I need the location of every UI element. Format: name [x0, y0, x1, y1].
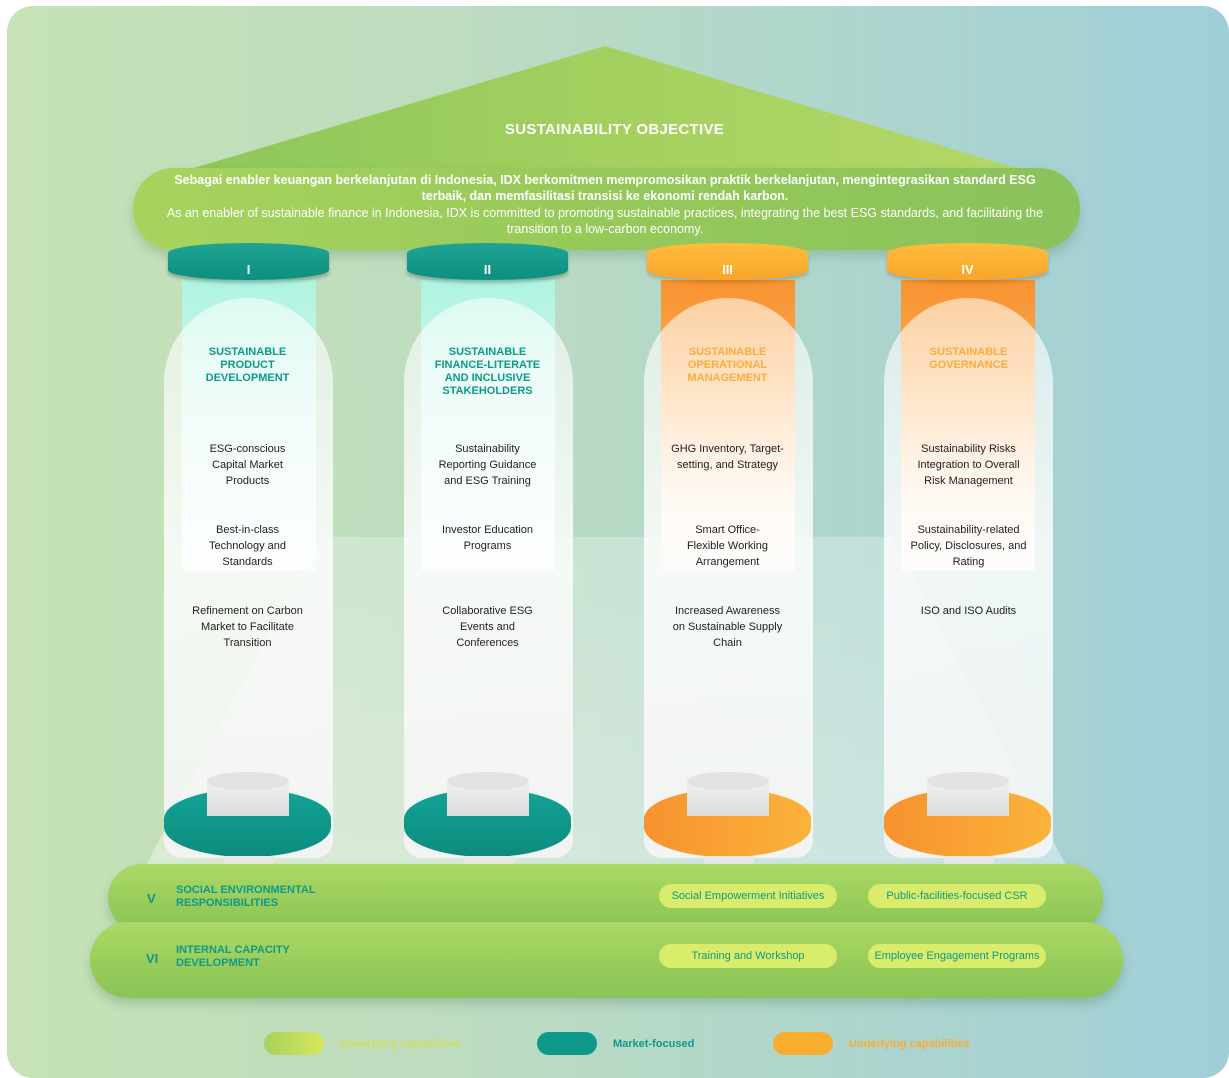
pillar-3-base-post-top — [687, 772, 769, 790]
pillar-2-capital — [407, 243, 568, 280]
pillar-4-title: SUSTAINABLE GOVERNANCE — [929, 346, 1008, 371]
legend-1-label: Underlying capabilities — [340, 1038, 461, 1050]
pillar-4-stub — [944, 856, 994, 866]
objective-beam — [133, 168, 1080, 250]
pillar-2-numeral: II — [483, 262, 492, 277]
pillar-2-item-2: Investor Education Programs — [441, 524, 534, 552]
pillar-3-glass — [644, 298, 813, 858]
pillar-4-capital — [887, 243, 1048, 280]
foundation-v-numeral: V — [147, 891, 156, 906]
pillar-2-stub — [464, 856, 514, 866]
pillar-1-stub — [224, 856, 274, 866]
pillar-1-item-1: ESG-conscious Capital Market Products — [209, 443, 286, 487]
pillar-2-item-1: Sustainability Reporting Guidance and ES… — [438, 443, 537, 487]
foundation-vi-chip-2: Employee Engagement Programs — [868, 944, 1046, 968]
pillar-4-item-3: ISO and ISO Audits — [920, 605, 1017, 617]
pillar-3-stub — [704, 856, 754, 866]
objective-text-id: Sebagai enabler keuangan berkelanjutan d… — [174, 173, 1036, 203]
pillar-1-item-2: Best-in-class Technology and Standards — [208, 524, 287, 568]
pillar-4-base-post-top — [927, 772, 1009, 790]
legend-2-label: Market-focused — [613, 1038, 695, 1050]
foundation-v-chip-1: Social Empowerment Initiatives — [659, 884, 837, 908]
pillar-1-glass — [164, 298, 333, 858]
pillar-1-title: SUSTAINABLE PRODUCT DEVELOPMENT — [205, 346, 290, 384]
foundation-vi-numeral: VI — [146, 951, 159, 966]
pillar-3-item-3: Increased Awareness on Sustainable Suppl… — [672, 605, 783, 649]
foundation-vi-chip-1: Training and Workshop — [659, 944, 837, 968]
pillar-3-numeral: III — [722, 262, 733, 277]
roof-title: SUSTAINABILITY OBJECTIVE — [504, 121, 725, 138]
pillar-3-capital — [647, 243, 808, 280]
objective-text-en: As an enabler of sustainable finance in … — [166, 206, 1044, 236]
foundation-v-chip-2: Public-facilities-focused CSR — [868, 884, 1046, 908]
pillar-1-numeral: I — [246, 262, 251, 277]
foundation-vi-title: INTERNAL CAPACITY DEVELOPMENT — [176, 944, 290, 969]
pillar-2-base-post-top — [447, 772, 529, 790]
pillar-2-title: SUSTAINABLE FINANCE-LITERATE AND INCLUSI… — [434, 346, 541, 397]
pillar-1-base-post-top — [207, 772, 289, 790]
pillar-3-item-2: Smart Office-Flexible Working Arrangemen… — [686, 524, 769, 568]
pillar-1-item-3: Refinement on Carbon Market to Facilitat… — [192, 605, 303, 649]
pillar-4-numeral: IV — [961, 262, 974, 277]
roof — [160, 46, 1050, 178]
pillar-3-title: SUSTAINABLE OPERATIONAL MANAGEMENT — [687, 346, 768, 384]
pillar-4-glass — [884, 298, 1053, 858]
legend-1-swatch — [264, 1032, 324, 1055]
legend-2-swatch — [537, 1032, 597, 1055]
pillar-4-item-2: Sustainability-related Policy, Disclosur… — [910, 524, 1027, 568]
pillar-1-capital — [168, 243, 329, 280]
pillar-2-glass — [404, 298, 573, 858]
pillar-3-item-1: GHG Inventory, Target-setting, and Strat… — [671, 443, 784, 471]
pillar-4-item-1: Sustainability Risks Integration to Over… — [917, 443, 1020, 487]
pillar-2-item-3: Collaborative ESG Events and Conferences — [442, 605, 533, 649]
legend-3-label: Underlying capabilities — [849, 1038, 970, 1050]
foundation-v-title: SOCIAL ENVIRONMENTAL RESPONSIBILITIES — [176, 884, 316, 909]
legend-3-swatch — [773, 1032, 833, 1055]
